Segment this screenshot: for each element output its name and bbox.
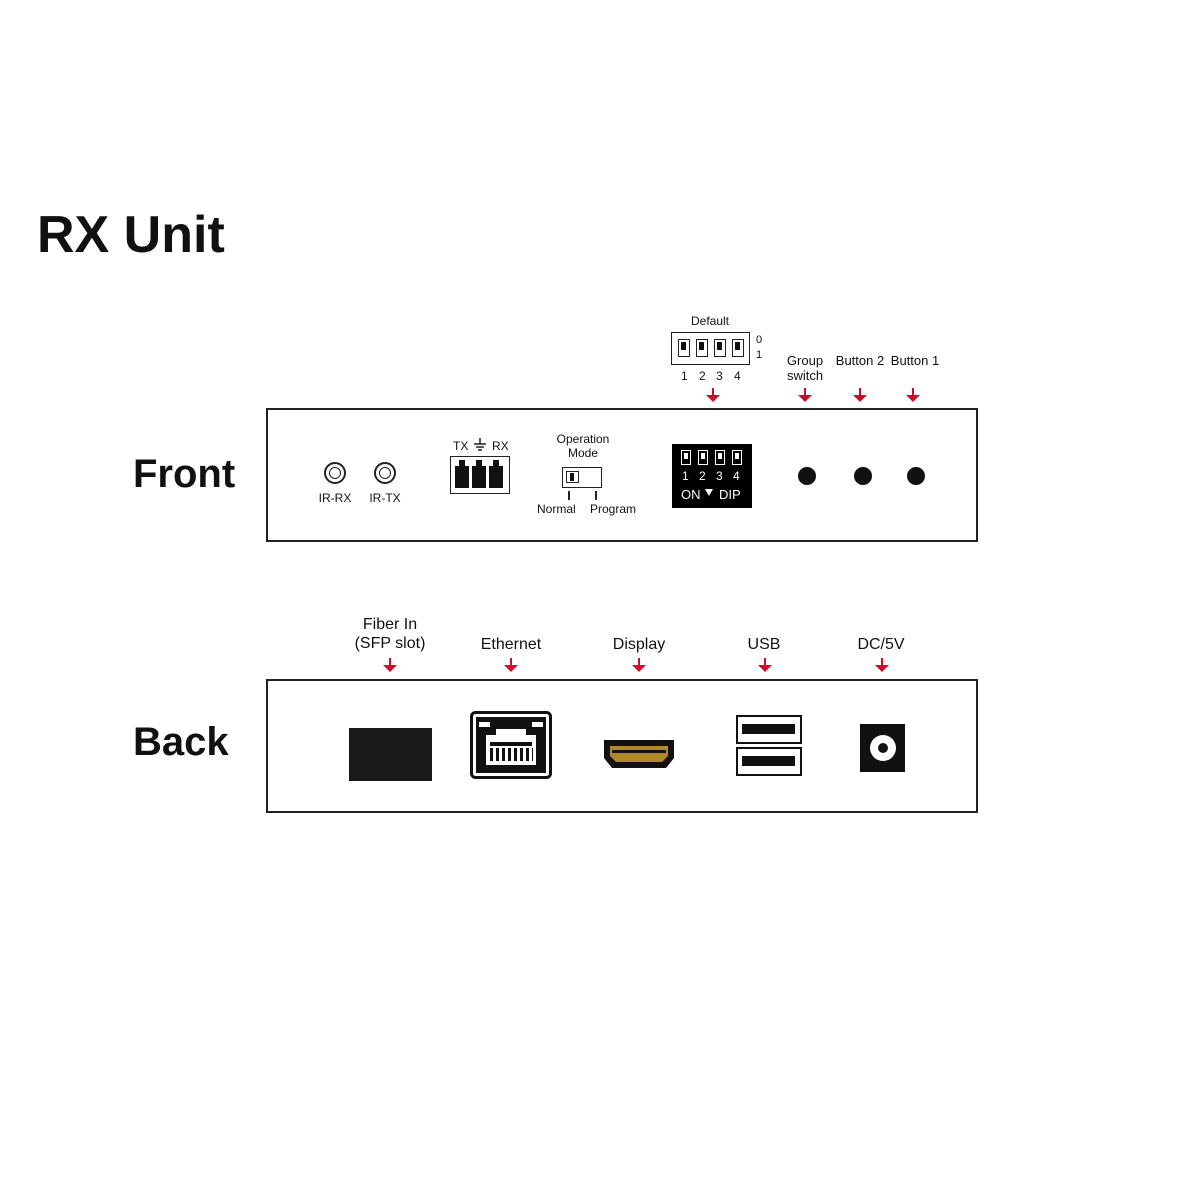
dc-power-jack[interactable] [860, 724, 905, 772]
button-2[interactable] [854, 467, 872, 485]
terminal-tx-label: TX [453, 439, 469, 453]
ir-rx-label: IR-RX [318, 491, 352, 505]
dc-callout: DC/5V [857, 636, 905, 653]
operation-mode-title: Operation Mode [556, 432, 610, 460]
default-row-label-1: 1 [756, 349, 763, 361]
terminal-block-connector [450, 456, 510, 494]
default-row-label-0: 0 [756, 334, 763, 346]
front-label: Front [133, 452, 236, 496]
button1-callout: Button 1 [890, 353, 940, 368]
ir-tx-jack [374, 462, 396, 484]
usb-port-bottom[interactable] [736, 747, 802, 776]
page-title: RX Unit [37, 206, 225, 264]
normal-tick [568, 491, 570, 500]
default-switch-number: 1 [681, 369, 688, 383]
program-tick [595, 491, 597, 500]
group-switch-callout: Group switch [786, 353, 824, 383]
dip-down-arrow-icon [705, 489, 713, 496]
usb-callout: USB [747, 636, 781, 653]
dip-number: 3 [716, 469, 723, 483]
button2-callout: Button 2 [835, 353, 885, 368]
back-panel [266, 679, 978, 813]
fiber-callout: Fiber In (SFP slot) [354, 616, 426, 652]
display-port-icon[interactable] [602, 738, 676, 770]
default-dip-switch [714, 339, 726, 357]
ethernet-port-icon[interactable] [470, 711, 552, 779]
default-dip-switch [732, 339, 744, 357]
default-switch-number: 4 [734, 369, 741, 383]
back-label: Back [133, 720, 229, 764]
dip-switch[interactable]: 1 2 3 4 ON DIP [672, 444, 752, 508]
default-switch-number: 3 [716, 369, 723, 383]
dip-number: 4 [733, 469, 740, 483]
ethernet-callout: Ethernet [480, 636, 542, 653]
ir-tx-label: IR-TX [369, 491, 401, 505]
default-label: Default [690, 314, 730, 328]
ground-icon [474, 438, 486, 452]
display-callout: Display [612, 636, 666, 653]
default-switch-number: 2 [699, 369, 706, 383]
dip-number: 1 [682, 469, 689, 483]
front-panel: IR-RX IR-TX TX RX Operation Mode Normal … [266, 408, 978, 542]
program-label: Program [590, 502, 637, 516]
usb-port-top[interactable] [736, 715, 802, 744]
operation-mode-switch[interactable] [562, 467, 602, 488]
dip-dip-label: DIP [719, 487, 741, 502]
button-1[interactable] [907, 467, 925, 485]
terminal-rx-label: RX [492, 439, 509, 453]
default-dip-diagram [671, 332, 750, 365]
ir-rx-jack [324, 462, 346, 484]
normal-label: Normal [537, 502, 576, 516]
sfp-slot[interactable] [349, 728, 432, 781]
dip-number: 2 [699, 469, 706, 483]
group-switch-button[interactable] [798, 467, 816, 485]
dip-on-label: ON [681, 487, 701, 502]
default-dip-switch [696, 339, 708, 357]
default-dip-switch [678, 339, 690, 357]
